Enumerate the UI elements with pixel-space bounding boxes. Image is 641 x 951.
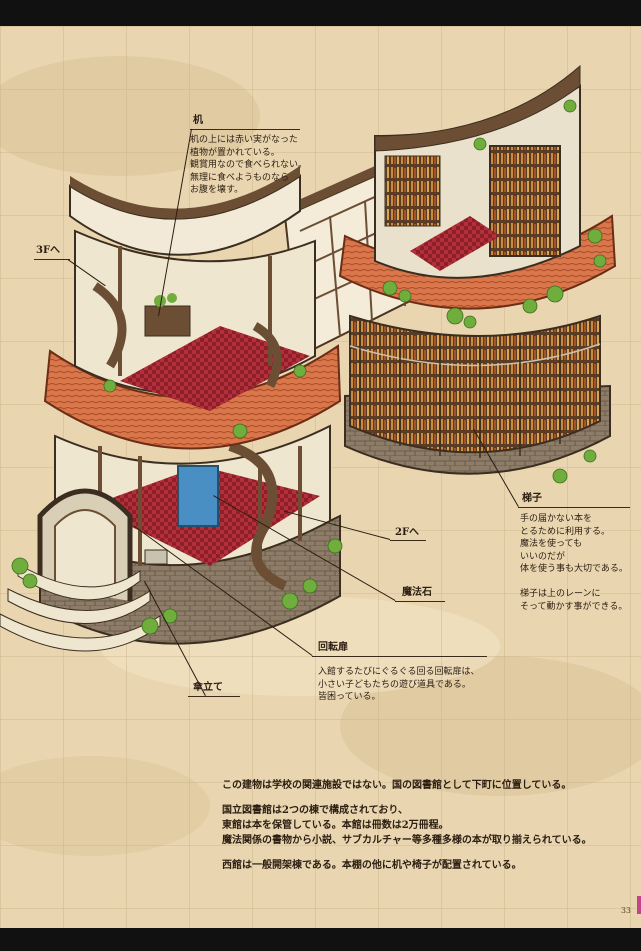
description-paragraph-1: この建物は学校の関連施設ではない。国の図書館として下町に位置している。 [222,780,572,791]
description-paragraph-2: 国立図書館は2つの棟で構成されており、 東館は本を保管している。本館は冊数は2万… [222,805,592,846]
desk-label-text: 机の上には赤い実がなった 植物が置かれている。 観賞用なので食べられない。 無理… [190,135,308,195]
ladder-label-text: 手の届かない本を とるために利用する。 魔法を使っても いいのだが 体を使う事も… [520,514,628,612]
ladder-label-title: 梯子 [522,493,542,504]
desk-label-rule [190,129,300,130]
revolving-door-label-title: 回転扉 [318,642,348,653]
ladder-label-rule [518,507,630,508]
umbrella-stand-rule [188,696,240,697]
magic-stone-label: 魔法石 [402,587,432,598]
page-number: 33 [620,906,631,915]
library-illustration [0,26,641,928]
west-building [0,166,343,652]
description-paragraph-3: 西館は一般開架棟である。本棚の他に机や椅子が配置されている。 [222,860,522,871]
revolving-door-label-text: 入館するたびにぐるぐる回る回転扉は、 小さい子どもたちの遊び道具である。 皆困っ… [318,667,480,702]
building-description: この建物は学校の関連施設ではない。国の図書館として下町に位置している。 国立図書… [222,778,622,883]
magic-stone-rule [395,601,445,602]
book-page: 机 机の上には赤い実がなった 植物が置かれている。 観賞用なので食べられない。 … [0,26,641,928]
desk-label-title: 机 [193,115,203,126]
umbrella-stand-label: 傘立て [193,682,223,693]
to-2f-label: 2Fへ [395,527,420,538]
to-3f-label: 3Fへ [36,245,61,256]
page-edge-tab [637,896,641,914]
to-2f-rule [390,540,426,541]
to-3f-rule [34,259,70,260]
revolving-door-label-rule [312,656,487,657]
east-building [338,64,617,484]
